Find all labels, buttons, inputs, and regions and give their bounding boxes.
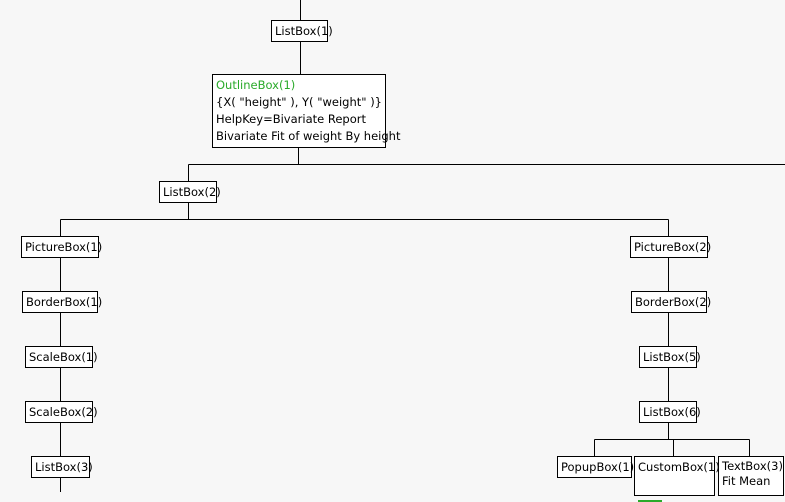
custombox-1-indicator xyxy=(638,500,662,502)
popupbox-1-label: PopupBox(1) xyxy=(561,460,635,474)
picturebox-1-node[interactable]: PictureBox(1) xyxy=(21,236,103,258)
outlinebox-1-helpkey: HelpKey=Bivariate Report xyxy=(216,112,366,126)
scalebox-1-node[interactable]: ScaleBox(1) xyxy=(25,346,98,368)
outlinebox-1-node[interactable]: OutlineBox(1) {X( "height" ), Y( "weight… xyxy=(212,74,401,148)
picturebox-1-label: PictureBox(1) xyxy=(25,240,103,254)
scalebox-2-label: ScaleBox(2) xyxy=(29,405,98,419)
borderbox-2-label: BorderBox(2) xyxy=(635,295,712,309)
listbox-5-label: ListBox(5) xyxy=(643,350,701,364)
listbox-3-label: ListBox(3) xyxy=(35,460,93,474)
listbox-2-label: ListBox(2) xyxy=(163,185,221,199)
picturebox-2-node[interactable]: PictureBox(2) xyxy=(630,236,712,258)
scalebox-2-node[interactable]: ScaleBox(2) xyxy=(25,401,98,423)
popupbox-1-node[interactable]: PopupBox(1) xyxy=(557,456,635,478)
outlinebox-1-report-title: Bivariate Fit of weight By height xyxy=(216,129,401,143)
scalebox-1-label: ScaleBox(1) xyxy=(29,350,98,364)
outlinebox-1-title: OutlineBox(1) xyxy=(216,78,296,92)
custombox-1-node[interactable]: CustomBox(1) xyxy=(634,456,720,502)
listbox-5-node[interactable]: ListBox(5) xyxy=(639,346,701,368)
textbox-3-value: Fit Mean xyxy=(722,474,771,488)
outlinebox-1-variables: {X( "height" ), Y( "weight" )} xyxy=(216,95,383,109)
borderbox-2-node[interactable]: BorderBox(2) xyxy=(631,291,711,313)
listbox-1-node[interactable]: ListBox(1) xyxy=(271,20,333,42)
listbox-2-node[interactable]: ListBox(2) xyxy=(159,181,221,203)
listbox-3-node[interactable]: ListBox(3) xyxy=(31,456,93,478)
textbox-3-node[interactable]: TextBox(3) Fit Mean xyxy=(718,456,784,496)
borderbox-1-node[interactable]: BorderBox(1) xyxy=(22,291,102,313)
listbox-6-node[interactable]: ListBox(6) xyxy=(639,401,701,423)
custombox-1-label: CustomBox(1) xyxy=(638,460,720,474)
borderbox-1-label: BorderBox(1) xyxy=(26,295,103,309)
listbox-6-label: ListBox(6) xyxy=(643,405,701,419)
picturebox-2-label: PictureBox(2) xyxy=(634,240,712,254)
textbox-3-label: TextBox(3) xyxy=(722,459,783,473)
listbox-1-label: ListBox(1) xyxy=(275,24,333,38)
